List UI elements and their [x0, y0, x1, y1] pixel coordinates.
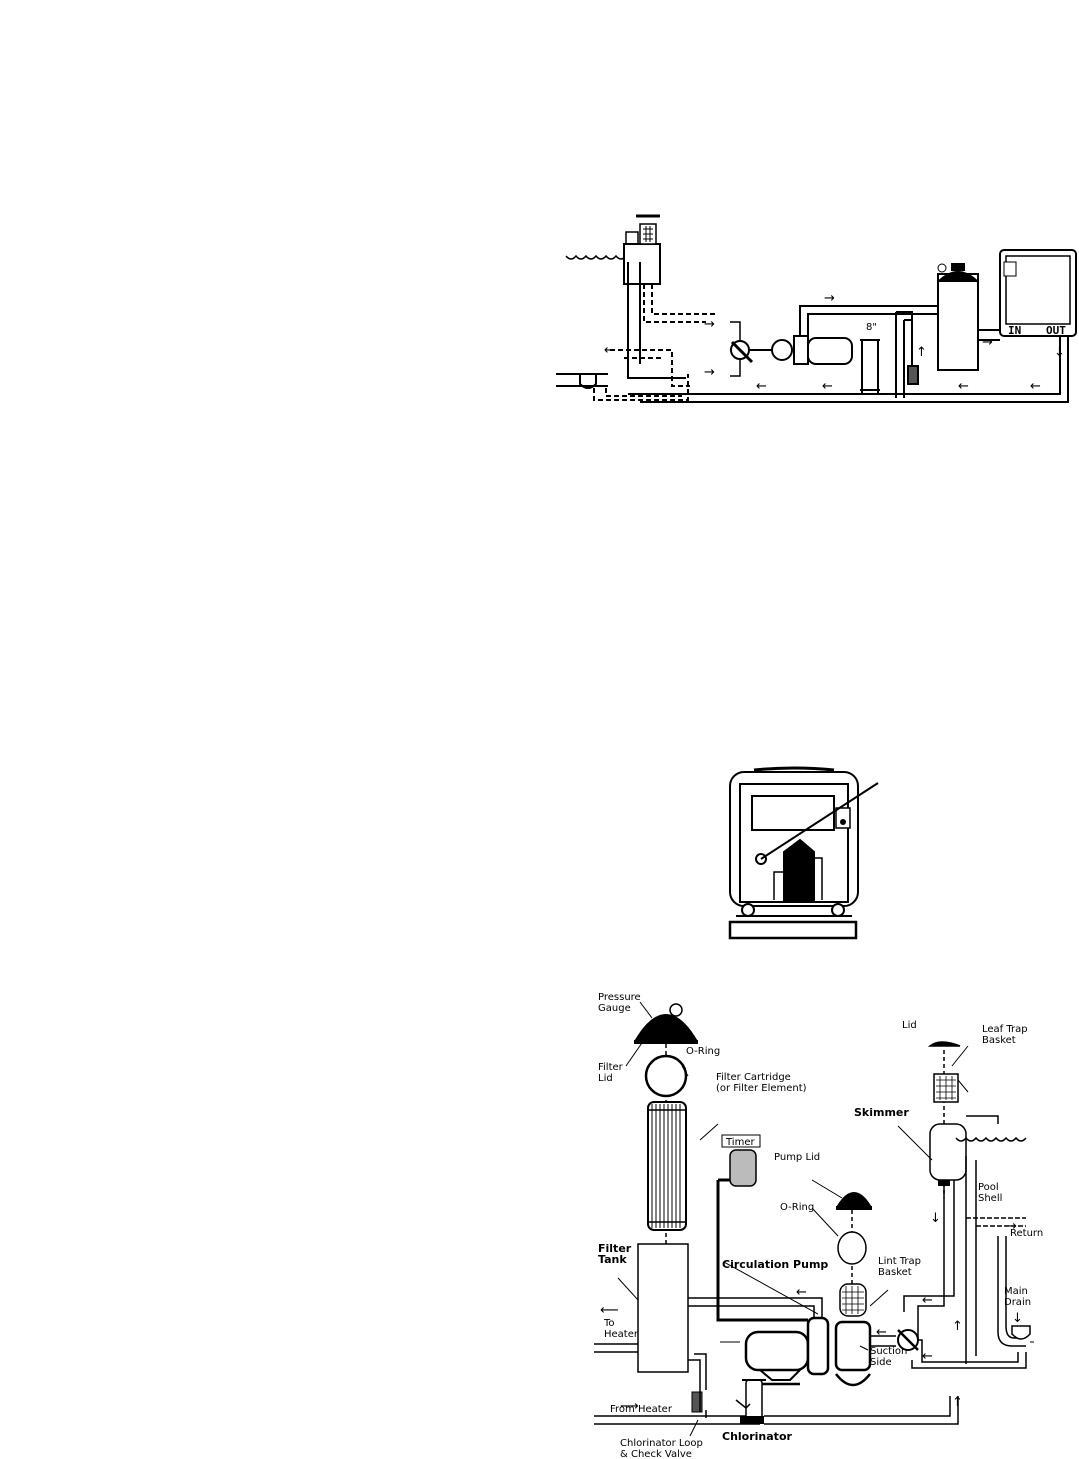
- skimmer-body: [929, 1123, 967, 1181]
- pump-lid-label: Pump Lid: [774, 1152, 820, 1163]
- drain-dashed-line: [593, 374, 689, 401]
- skimmer-label: Skimmer: [854, 1106, 909, 1119]
- filter-cartridge-label: Filter Cartridge(or Filter Element): [716, 1072, 807, 1094]
- lid-label: Lid: [902, 1020, 917, 1031]
- filter-tank: [637, 1243, 689, 1373]
- flow-arrow-4: ←: [822, 379, 833, 394]
- drain-dashed-line-2: [610, 349, 690, 387]
- flow-arrow-7: ↑: [916, 345, 927, 360]
- o-ring-filter-label: O-Ring: [686, 1046, 720, 1057]
- svg-text:←: ←: [796, 1285, 807, 1300]
- flow-arrow-2: ←: [604, 343, 615, 358]
- flow-arrow-6: →: [704, 365, 715, 380]
- pool-water: [955, 1136, 1027, 1142]
- svg-text:→: →: [1006, 1219, 1017, 1234]
- heater-in-label: IN: [1008, 324, 1021, 337]
- svg-text:←: ←: [876, 1325, 887, 1340]
- filter-cartridge: [647, 1101, 687, 1231]
- pressure-gauge-dial: [669, 1003, 683, 1017]
- svg-text:⟶: ⟶: [620, 1399, 639, 1414]
- flow-arrow-1: →: [824, 291, 835, 306]
- svg-text:⟵: ⟵: [600, 1303, 619, 1318]
- flow-arrow-5: ←: [958, 379, 969, 394]
- svg-text:↑: ↑: [952, 1395, 963, 1410]
- svg-text:↓: ↓: [930, 1211, 941, 1226]
- lint-trap-basket: [839, 1283, 867, 1317]
- skimmer-suction-dashed: [643, 284, 706, 323]
- chlorinator-label: Chlorinator: [722, 1430, 792, 1443]
- timer-box: [729, 1149, 757, 1187]
- flow-arrow-3: ←: [756, 379, 767, 394]
- pump-housing: [793, 335, 809, 365]
- filter-lid-dome: [634, 1014, 698, 1041]
- main-drain: [556, 373, 608, 389]
- skimmer-pipe: [627, 262, 686, 379]
- filter-tank-small: [937, 263, 979, 371]
- skimmer-lid: [927, 1041, 961, 1047]
- svg-text:←: ←: [922, 1349, 933, 1364]
- heater-out-label: OUT: [1046, 324, 1066, 337]
- return-label: Return: [1010, 1228, 1043, 1239]
- pump-o-ring: [837, 1231, 867, 1265]
- inline-unit: [861, 339, 879, 395]
- flow-arrow-10: →: [704, 317, 715, 332]
- heater-front-diagram: [728, 766, 879, 940]
- check-valve: [907, 365, 919, 385]
- o-ring-pump-label: O-Ring: [780, 1202, 814, 1213]
- filter-o-ring: [644, 1054, 688, 1098]
- timer-label: Timer: [725, 1137, 755, 1148]
- heater-unit: [978, 249, 1077, 341]
- flow-arrow-8: →: [982, 335, 993, 350]
- pump-lid: [836, 1192, 872, 1207]
- equipment-exploded-diagram: [594, 1001, 1034, 1437]
- flow-arrows-diagram3: ⟵ ⟶ ← ← ← ← ↓ ↑ ↑ → ↓: [600, 1211, 1023, 1414]
- check-valve-loop: [691, 1391, 703, 1413]
- circulation-pump: [744, 1316, 896, 1387]
- svg-text:↓: ↓: [1012, 1311, 1023, 1326]
- chlorinator-unit: [735, 1379, 959, 1425]
- from-heater-label: From Heater: [610, 1404, 673, 1415]
- return-line: [628, 336, 1069, 403]
- pump-strainer: [771, 339, 793, 361]
- pipe-size-label: 8": [866, 322, 877, 333]
- svg-text:↑: ↑: [952, 1319, 963, 1334]
- flow-arrow-9: ↓: [1054, 345, 1065, 360]
- main-drain-fitting: [1011, 1325, 1031, 1340]
- svg-text:←: ←: [922, 1293, 933, 1308]
- chlorinator-loop-label: Chlorinator Loop& Check Valve: [620, 1438, 703, 1459]
- plumbing-schematic: [556, 214, 1077, 403]
- flow-arrow-11: ←: [1030, 379, 1041, 394]
- burner-opening: [783, 838, 815, 901]
- circulation-pump-label: Circulation Pump: [722, 1258, 828, 1271]
- pump-motor: [807, 337, 853, 365]
- skimmer-suction-dashed-2: [651, 284, 716, 315]
- skimmer-box: [623, 214, 661, 285]
